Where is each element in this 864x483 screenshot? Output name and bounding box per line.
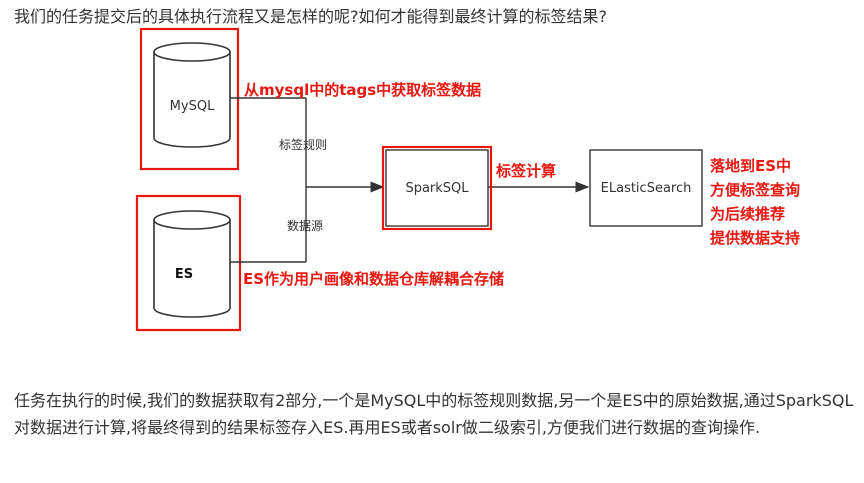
elasticsearch-node — [589, 149, 703, 227]
edge-label-source: 数据源 — [287, 218, 323, 233]
landing-annotation-line: 方便标签查询 — [710, 181, 800, 199]
sparksql-highlight-box — [381, 145, 493, 231]
landing-annotation-line: 落地到ES中 — [710, 157, 791, 175]
landing-annotation-line: 提供数据支持 — [710, 229, 800, 247]
sparksql-node — [385, 149, 489, 227]
landing-annotation-line: 为后续推荐 — [710, 205, 785, 223]
connectors — [230, 97, 590, 263]
intro-paragraph: 我们的任务提交后的具体执行流程又是怎样的呢?如何才能得到最终计算的标签结果? — [14, 7, 607, 26]
outro-paragraph: 任务在执行的时候,我们的数据获取有2部分,一个是MySQL中的标签规则数据,另一… — [14, 391, 854, 437]
mysql-highlight-box — [139, 27, 240, 171]
es-annotation: ES作为用户画像和数据仓库解耦合存储 — [243, 270, 504, 288]
spark-annotation: 标签计算 — [495, 162, 556, 180]
mysql-label: MySQL — [170, 99, 215, 114]
elasticsearch-label: ELasticSearch — [601, 181, 692, 196]
mysql-annotation: 从mysql中的tags中获取标签数据 — [244, 81, 481, 99]
es-highlight-box — [135, 194, 242, 332]
es-label: ES — [175, 267, 193, 282]
es-node: ES — [153, 210, 231, 318]
mysql-node: MySQL — [153, 42, 231, 148]
sparksql-label: SparkSQL — [405, 181, 469, 196]
edge-label-rules: 标签规则 — [279, 137, 327, 152]
